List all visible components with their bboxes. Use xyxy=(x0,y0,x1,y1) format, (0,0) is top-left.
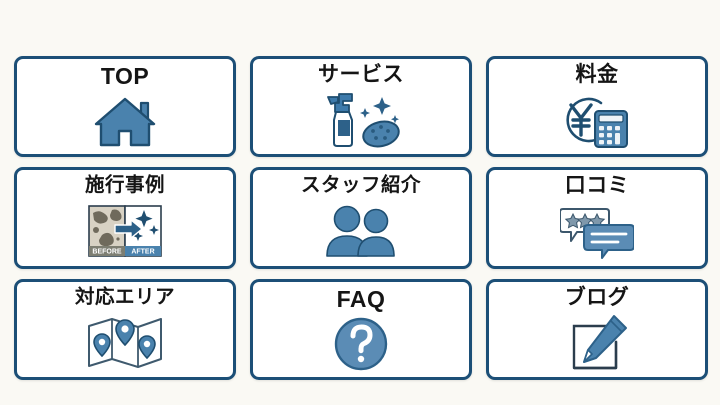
house-icon xyxy=(17,88,233,154)
menu-card-label-top: TOP xyxy=(100,63,150,89)
menu-card-label-blog: ブログ xyxy=(564,285,630,309)
menu-card-blog[interactable]: ブログ xyxy=(486,278,708,380)
two-people-icon xyxy=(253,196,469,266)
menu-card-service[interactable]: サービス xyxy=(250,56,472,158)
menu-card-label-case-studies: 施行事例 xyxy=(84,174,165,197)
menu-card-service-area[interactable]: 対応エリア xyxy=(14,278,236,380)
review-speech-bubbles-icon xyxy=(489,197,705,265)
menu-card-label-service: サービス xyxy=(318,63,404,86)
menu-card-label-staff: スタッフ紹介 xyxy=(300,174,421,197)
yen-calculator-icon xyxy=(489,86,705,154)
spray-bottle-sponge-icon xyxy=(253,86,469,154)
menu-card-case-studies[interactable]: 施行事例 xyxy=(14,167,236,269)
pencil-square-icon xyxy=(489,309,705,377)
menu-card-label-reviews: 口コミ xyxy=(564,174,630,198)
before-label: BEFORE xyxy=(92,248,122,255)
menu-card-label-service-area: 対応エリア xyxy=(74,285,175,308)
menu-card-label-faq: FAQ xyxy=(336,285,386,312)
menu-card-price[interactable]: 料金 xyxy=(486,56,708,158)
menu-grid: TOP サービス xyxy=(14,56,708,380)
after-label: AFTER xyxy=(131,248,154,255)
question-mark-circle-icon xyxy=(253,311,469,377)
before-after-icon: BEFORE AFTER xyxy=(17,196,233,266)
menu-card-faq[interactable]: FAQ xyxy=(250,278,472,380)
menu-card-top[interactable]: TOP xyxy=(14,56,236,158)
map-pins-icon xyxy=(17,307,233,377)
menu-card-reviews[interactable]: 口コミ xyxy=(486,167,708,269)
menu-card-label-price: 料金 xyxy=(575,63,619,86)
menu-card-staff[interactable]: スタッフ紹介 xyxy=(250,167,472,269)
